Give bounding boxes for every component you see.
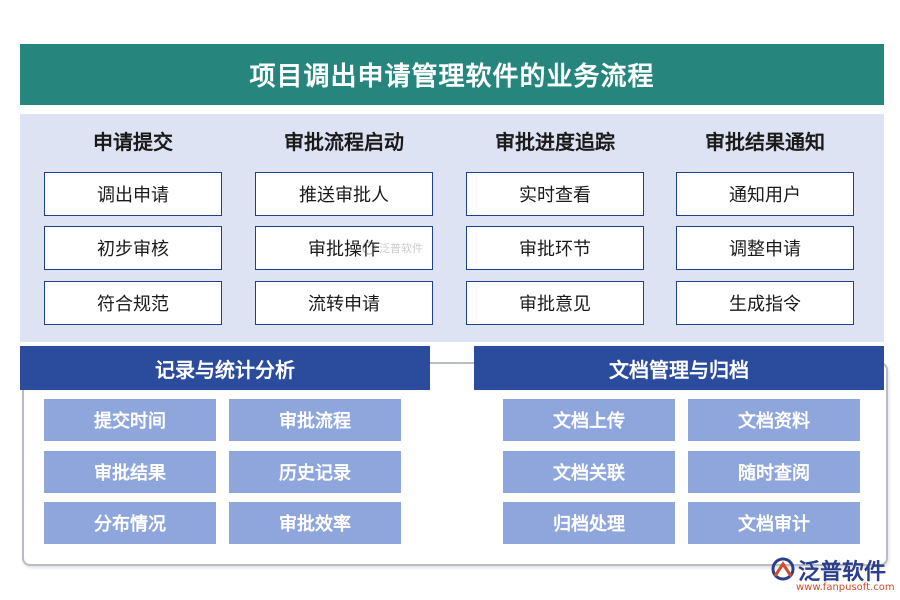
stat-tile: 分布情况 (44, 502, 216, 544)
brand-logo-icon (771, 557, 795, 581)
step-box: 实时查看 (466, 172, 644, 216)
column-apply: 申请提交 调出申请 初步审核 符合规范 (44, 114, 222, 325)
doc-tile: 随时查阅 (688, 451, 860, 493)
step-box: 推送审批人 (255, 172, 433, 216)
step-box: 通知用户 (676, 172, 854, 216)
brand-name: 泛普软件 (798, 560, 887, 585)
column-heading: 审批流程启动 (284, 129, 404, 154)
section-heading-documents: 文档管理与归档 (474, 346, 884, 390)
process-panel: 申请提交 调出申请 初步审核 符合规范 审批流程启动 推送审批人 审批操作 流转… (20, 114, 884, 342)
step-box: 调整申请 (676, 226, 854, 270)
column-heading: 申请提交 (93, 129, 173, 154)
column-heading: 审批结果通知 (705, 129, 825, 154)
column-approval-start: 审批流程启动 推送审批人 审批操作 流转申请 (255, 114, 433, 325)
step-box: 审批环节 (466, 226, 644, 270)
step-box: 符合规范 (44, 281, 222, 325)
doc-tile: 文档关联 (503, 451, 675, 493)
section-heading-statistics: 记录与统计分析 (20, 346, 430, 390)
doc-tile: 文档上传 (503, 399, 675, 441)
doc-tile: 归档处理 (503, 502, 675, 544)
stat-tile: 审批流程 (229, 399, 401, 441)
step-box: 调出申请 (44, 172, 222, 216)
watermark-logo-icon (362, 241, 376, 255)
column-result-notice: 审批结果通知 通知用户 调整申请 生成指令 (676, 114, 854, 325)
stat-tile: 历史记录 (229, 451, 401, 493)
column-heading: 审批进度追踪 (495, 129, 615, 154)
step-box: 生成指令 (676, 281, 854, 325)
watermark: 泛普软件 (362, 240, 423, 256)
page-title: 项目调出申请管理软件的业务流程 (20, 44, 884, 105)
doc-tile: 文档资料 (688, 399, 860, 441)
doc-tile: 文档审计 (688, 502, 860, 544)
stat-tile: 审批结果 (44, 451, 216, 493)
watermark-text: 泛普软件 (379, 242, 423, 255)
step-box: 审批意见 (466, 281, 644, 325)
stat-tile: 提交时间 (44, 399, 216, 441)
step-box: 审批操作 (255, 226, 433, 270)
step-box: 流转申请 (255, 281, 433, 325)
section-connector (430, 362, 474, 364)
column-progress-tracking: 审批进度追踪 实时查看 审批环节 审批意见 (466, 114, 644, 325)
brand-url: www.fanpusoft.com (796, 582, 895, 593)
brand-logo: 泛普软件 www.fanpusoft.com (770, 554, 895, 596)
step-box: 初步审核 (44, 226, 222, 270)
stat-tile: 审批效率 (229, 502, 401, 544)
